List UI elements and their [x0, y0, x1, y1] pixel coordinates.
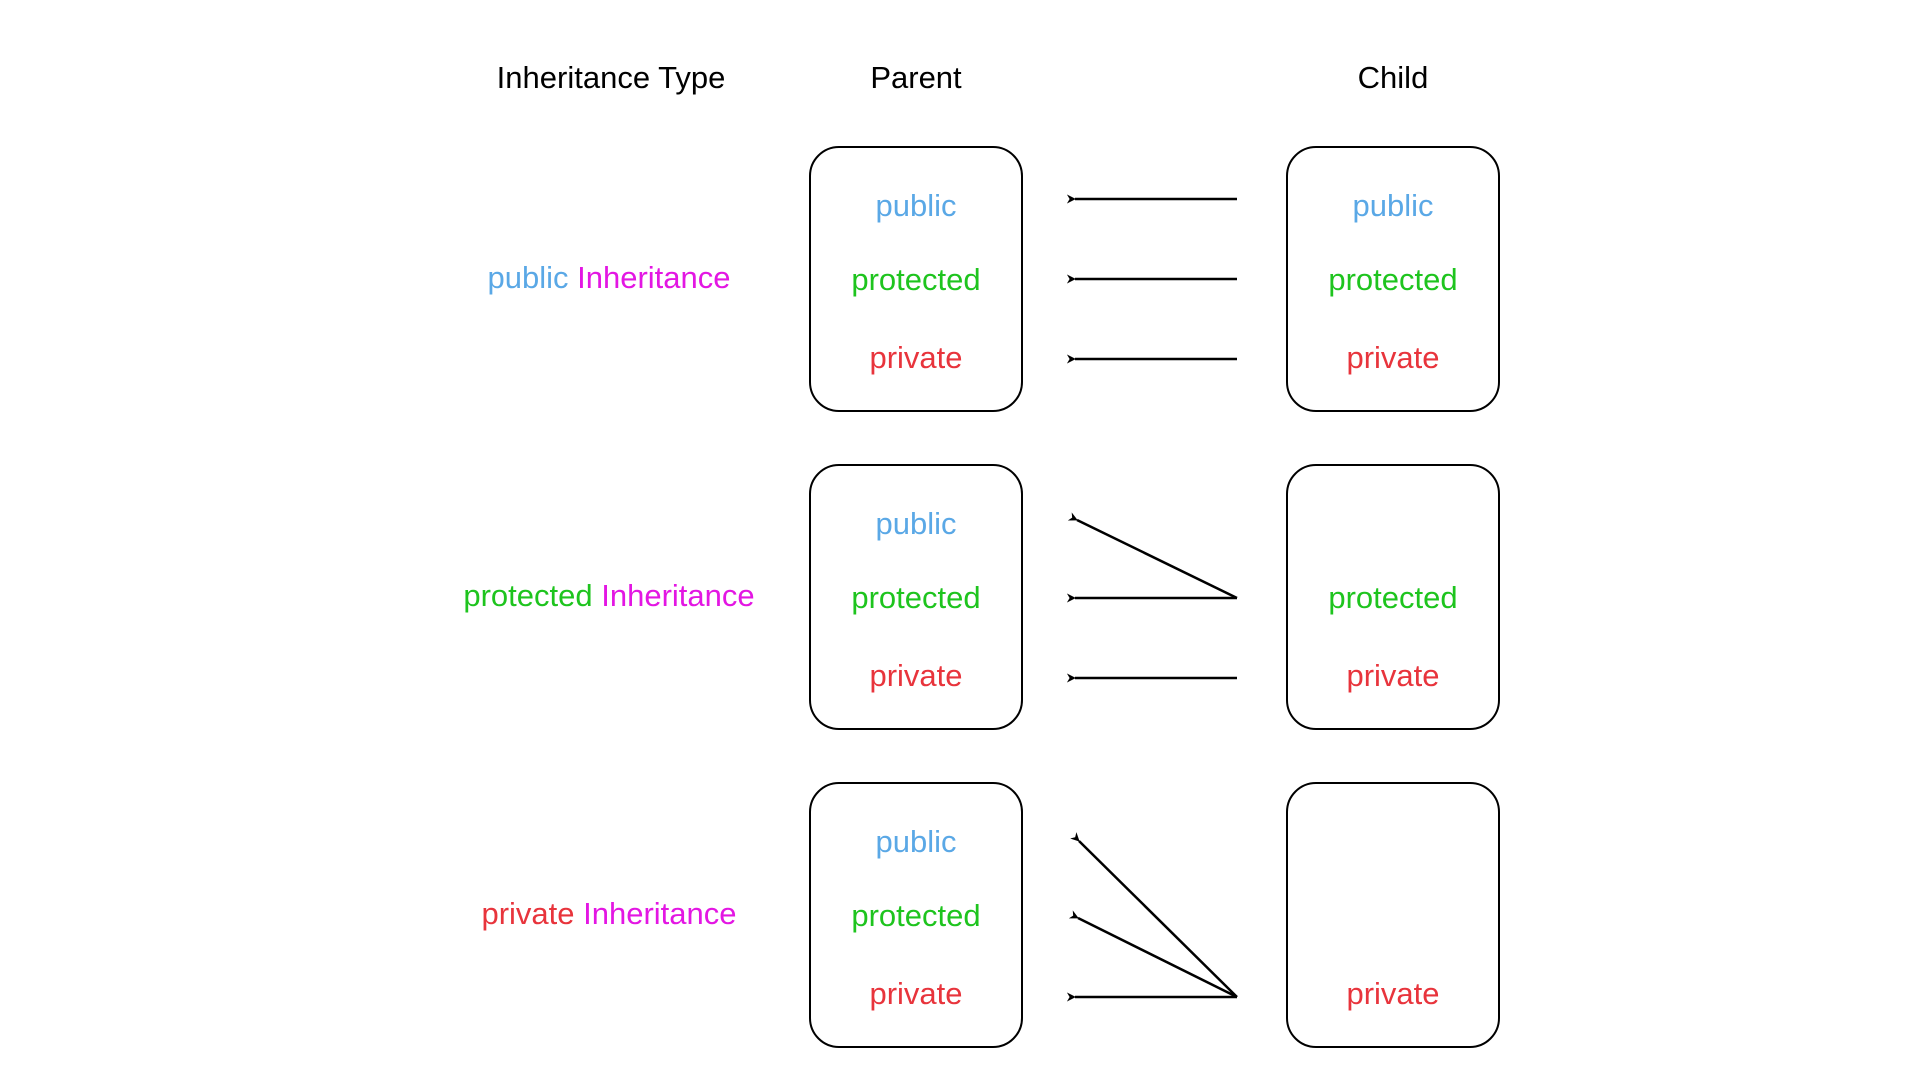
parent-box-private-inheritance: public protected private — [809, 782, 1023, 1048]
parent-protected-member: protected — [851, 898, 981, 933]
child-box-private-inheritance: private — [1286, 782, 1500, 1048]
row-label-suffix: Inheritance — [583, 896, 737, 931]
child-protected-member: protected — [1328, 580, 1458, 615]
child-box-protected-inheritance: protected private — [1286, 464, 1500, 730]
child-private-member: private — [1346, 340, 1440, 375]
child-public-member: public — [1352, 188, 1434, 223]
parent-private-member: private — [869, 658, 963, 693]
parent-private-member: private — [869, 340, 963, 375]
parent-public-member: public — [875, 188, 957, 223]
child-box-public-inheritance: public protected private — [1286, 146, 1500, 412]
parent-public-member: public — [875, 824, 957, 859]
header-parent: Parent — [870, 60, 962, 95]
parent-public-member: public — [875, 506, 957, 541]
arrow-private-to-protected — [1068, 910, 1238, 999]
header-child: Child — [1357, 60, 1429, 95]
row-label-private-inheritance: private Inheritance — [481, 894, 736, 934]
row-label-mode: public — [487, 260, 569, 295]
parent-box-protected-inheritance: public protected private — [809, 464, 1023, 730]
row-label-protected-inheritance: protected Inheritance — [463, 576, 754, 616]
parent-protected-member: protected — [851, 262, 981, 297]
row-label-suffix: Inheritance — [601, 578, 755, 613]
parent-protected-member: protected — [851, 580, 981, 615]
header-inheritance-type: Inheritance Type — [496, 60, 726, 95]
row-label-suffix: Inheritance — [577, 260, 731, 295]
child-private-member: private — [1346, 976, 1440, 1011]
row-label-mode: private — [481, 896, 575, 931]
child-protected-member: protected — [1328, 262, 1458, 297]
row-label-public-inheritance: public Inheritance — [487, 258, 730, 298]
parent-box-public-inheritance: public protected private — [809, 146, 1023, 412]
parent-private-member: private — [869, 976, 963, 1011]
row-label-mode: protected — [463, 578, 593, 613]
arrow-protected-to-public — [1067, 512, 1238, 600]
child-private-member: private — [1346, 658, 1440, 693]
arrow-private-to-public — [1070, 832, 1238, 998]
